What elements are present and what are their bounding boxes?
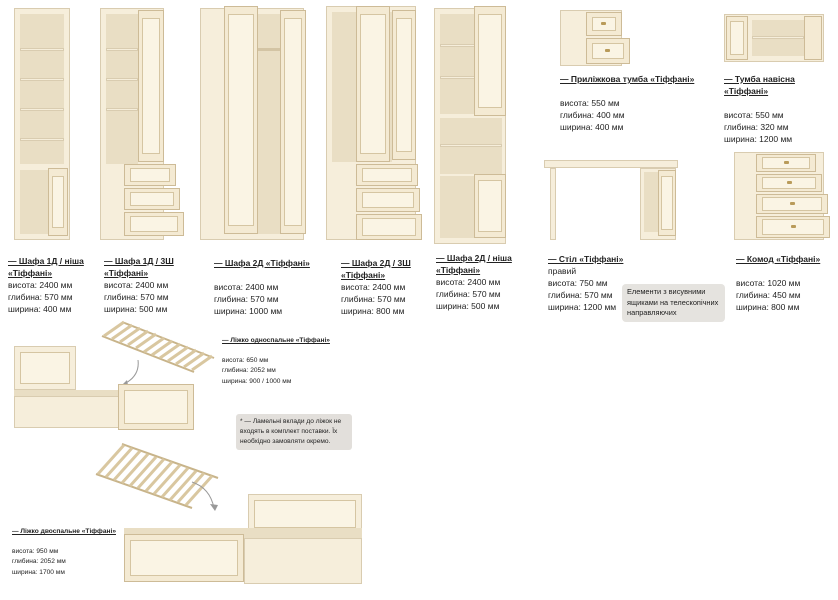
item-width: ширина: 400 мм [8, 304, 72, 314]
item-title: — Шафа 2Д / ніша «Тіффані» [436, 253, 512, 275]
item-height: висота: 650 мм [222, 356, 269, 364]
item-width: ширина: 500 мм [436, 301, 500, 311]
item-depth: глибина: 400 мм [560, 110, 625, 120]
drawers-note: Елементи з висувними ящиками на телескоп… [622, 284, 725, 322]
single-bed-arrow-image [122, 359, 139, 385]
item-subtitle: правий [548, 266, 577, 276]
desk-image [544, 160, 680, 242]
item-title: — Приліжкова тумба «Тіффані» [560, 74, 695, 84]
item-depth: глибина: 570 мм [341, 294, 406, 304]
item-width: ширина: 1200 мм [724, 134, 793, 144]
item-title: — Шафа 1Д / ніша «Тіффані» [8, 256, 84, 278]
spec-desk: — Стіл «Тіффані» правий висота: 750 мм г… [548, 253, 628, 313]
item-height: висота: 2400 мм [104, 280, 169, 290]
spec-wardrobe-2d: — Шафа 2Д «Тіффані» висота: 2400 мм глиб… [214, 257, 326, 317]
wall-cabinet-image [724, 14, 826, 64]
wardrobe-2d-3dr-image [326, 6, 424, 242]
item-width: ширина: 1000 мм [214, 306, 283, 316]
item-depth: глибина: 450 мм [736, 290, 801, 300]
item-height: висота: 2400 мм [214, 282, 279, 292]
item-height: висота: 2400 мм [8, 280, 73, 290]
item-depth: глибина: 570 мм [214, 294, 279, 304]
item-width: ширина: 800 мм [341, 306, 405, 316]
item-height: висота: 1020 мм [736, 278, 801, 288]
item-height: висота: 950 мм [12, 547, 59, 555]
spec-single-bed: — Ліжко односпальне «Тіффані» висота: 65… [222, 336, 342, 387]
spec-bedside-table: — Приліжкова тумба «Тіффані» висота: 550… [560, 73, 710, 133]
wardrobe-1d-niche-image [14, 8, 70, 240]
item-title: — Шафа 2Д «Тіффані» [214, 258, 310, 268]
wardrobe-2d-image [200, 4, 308, 240]
double-bed-arrow-image [191, 481, 218, 511]
slats-note: * — Ламельні вклади до ліжок не входять … [236, 414, 352, 450]
item-height: висота: 550 мм [560, 98, 620, 108]
spec-double-bed: — Ліжко двоспальне «Тіффані» висота: 950… [12, 527, 128, 578]
item-width: ширина: 1200 мм [548, 302, 617, 312]
item-title: — Шафа 1Д / 3Ш «Тіффані» [104, 256, 174, 278]
wardrobe-2d-niche-image [434, 4, 506, 244]
spec-wardrobe-2d-3dr: — Шафа 2Д / 3Ш «Тіффані» висота: 2400 мм… [341, 257, 423, 317]
item-depth: глибина: 570 мм [104, 292, 169, 302]
item-width: ширина: 400 мм [560, 122, 624, 132]
item-width: ширина: 1700 мм [12, 568, 65, 576]
item-title: — Шафа 2Д / 3Ш «Тіффані» [341, 258, 411, 280]
item-title: — Комод «Тіффані» [736, 254, 821, 264]
spec-chest-of-drawers: — Комод «Тіффані» висота: 1020 мм глибин… [736, 253, 832, 313]
item-height: висота: 2400 мм [341, 282, 406, 292]
spec-wardrobe-1d-niche: — Шафа 1Д / ніша «Тіффані» висота: 2400 … [8, 255, 94, 315]
item-title: — Тумба навісна «Тіффані» [724, 74, 795, 96]
spec-wardrobe-1d-3dr: — Шафа 1Д / 3Ш «Тіффані» висота: 2400 мм… [104, 255, 200, 315]
chest-of-drawers-image [734, 150, 832, 242]
item-depth: глибина: 320 мм [724, 122, 789, 132]
item-depth: глибина: 570 мм [548, 290, 613, 300]
item-title: — Ліжко односпальне «Тіффані» [222, 337, 330, 344]
item-depth: глибина: 570 мм [8, 292, 73, 302]
spec-wardrobe-2d-niche: — Шафа 2Д / ніша «Тіффані» висота: 2400 … [436, 252, 520, 312]
wardrobe-1d-3dr-image [100, 8, 184, 240]
item-width: ширина: 900 / 1000 мм [222, 377, 292, 385]
bedside-table-image [560, 8, 632, 68]
single-bed-slats-image [101, 320, 215, 373]
item-height: висота: 750 мм [548, 278, 608, 288]
item-title: — Ліжко двоспальне «Тіффані» [12, 528, 116, 535]
item-depth: глибина: 2052 мм [222, 367, 276, 374]
item-depth: глибина: 570 мм [436, 289, 501, 299]
double-bed-image [124, 494, 364, 586]
double-bed-slats-image [95, 443, 219, 509]
spec-wall-cabinet: — Тумба навісна «Тіффані» висота: 550 мм… [724, 73, 836, 145]
item-depth: глибина: 2052 мм [12, 558, 66, 565]
single-bed-image [14, 346, 194, 432]
item-width: ширина: 800 мм [736, 302, 800, 312]
item-height: висота: 2400 мм [436, 277, 501, 287]
item-title: — Стіл «Тіффані» [548, 254, 624, 264]
item-width: ширина: 500 мм [104, 304, 168, 314]
item-height: висота: 550 мм [724, 110, 784, 120]
